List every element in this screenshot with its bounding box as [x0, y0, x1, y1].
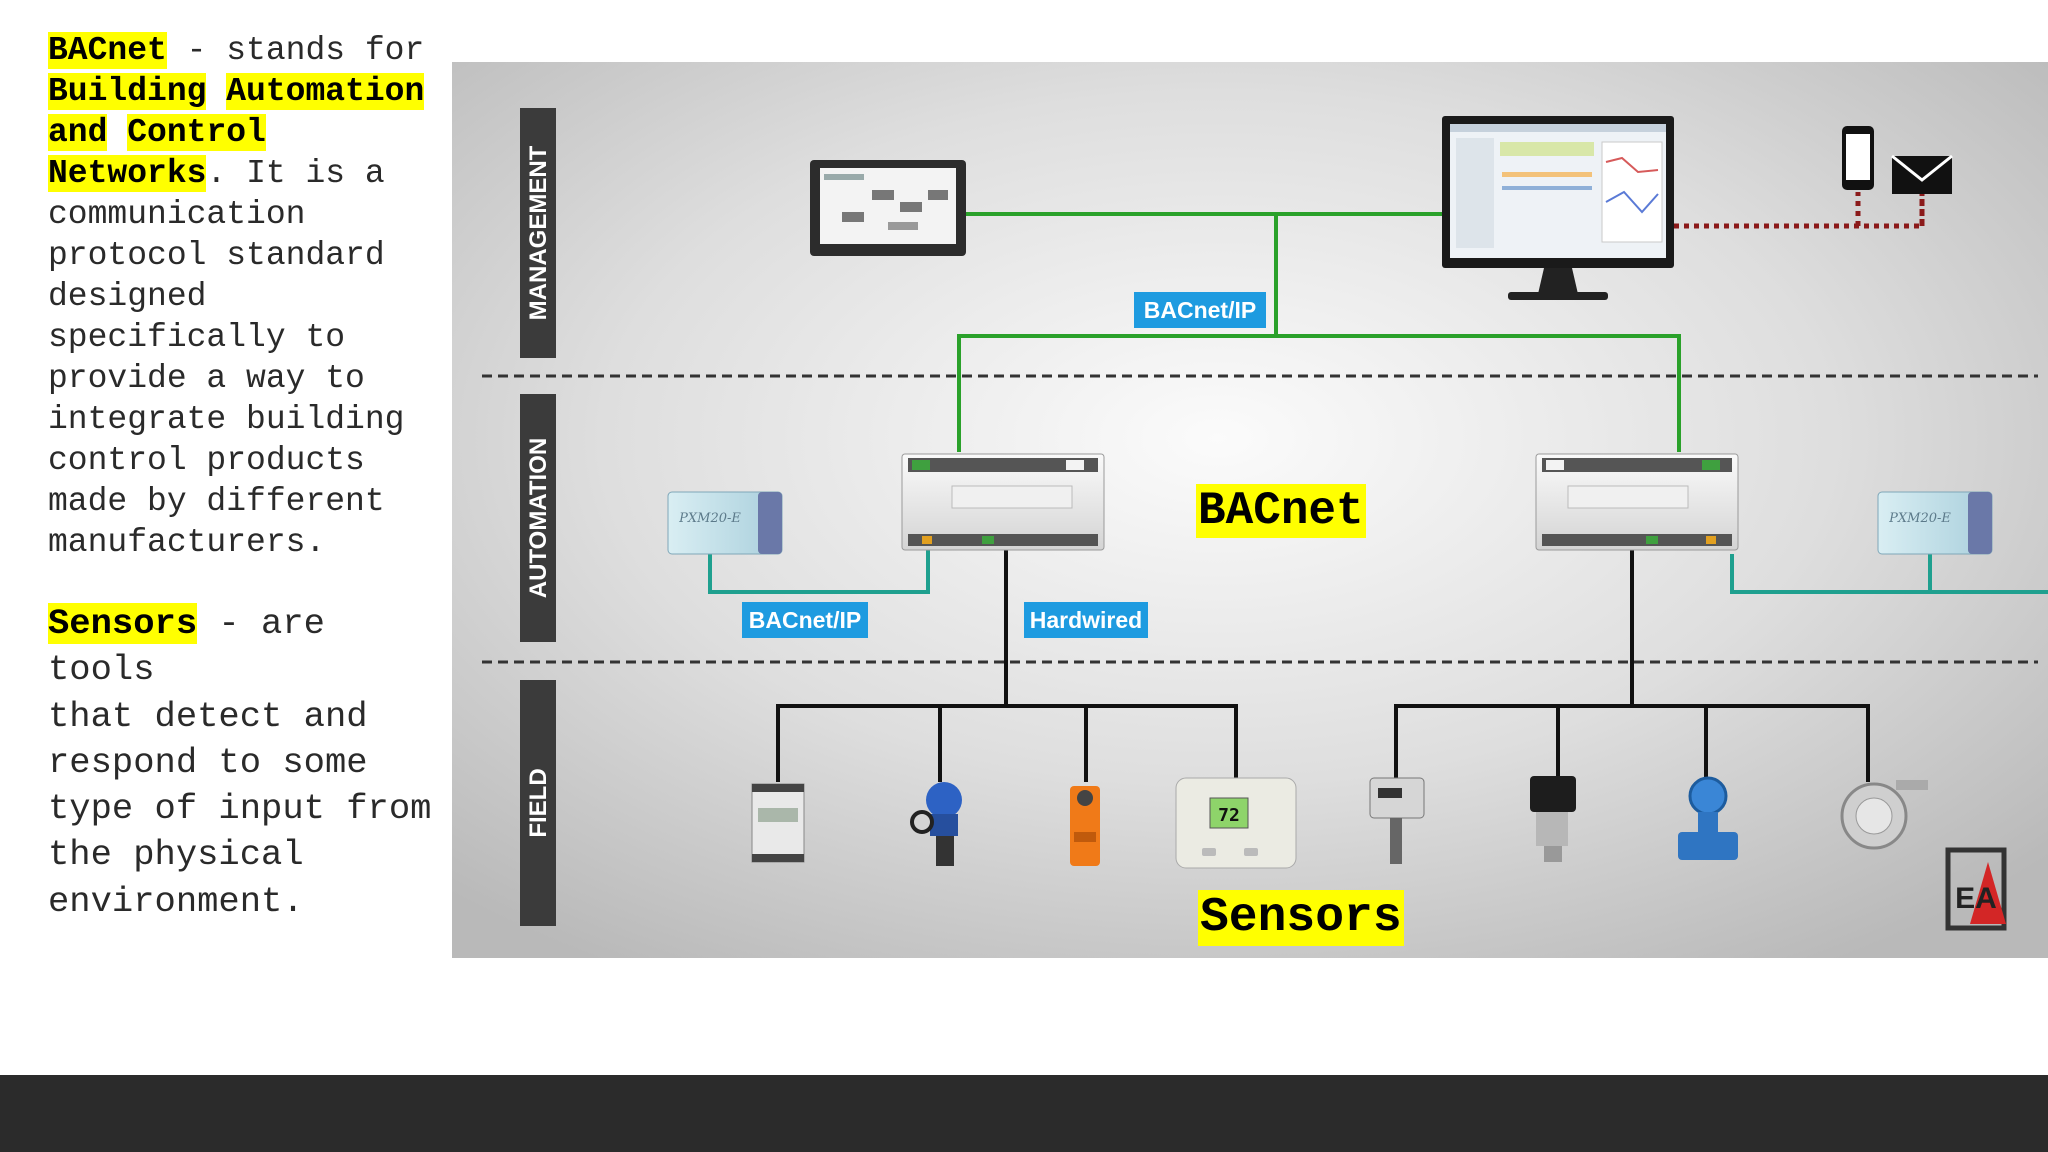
field-io-module: [751, 783, 805, 863]
svg-text:EA: EA: [1955, 882, 1997, 915]
mobile-link: [1674, 194, 1925, 229]
pxm20e-panel-left: PXM20-E: [667, 491, 783, 555]
text-panel: BACnet - stands for Building Automation …: [48, 30, 448, 925]
hardwired-label: Hardwired: [1024, 602, 1148, 638]
sensors-overlay-label: Sensors: [1198, 890, 1404, 946]
bacnet-network-diagram: MANAGEMENT AUTOMATION FIELD: [452, 62, 2048, 958]
right-pxm-link: [1730, 554, 1932, 594]
bacnet-ip-backbone: [957, 212, 1681, 452]
field-flow-meter: [1678, 776, 1738, 860]
field-damper-actuator: [1070, 786, 1100, 866]
ea-logo: EA: [1945, 847, 2007, 931]
touch-panel-device: [810, 160, 966, 256]
layer-label-field: FIELD: [525, 768, 552, 837]
top-bacnet-ip-label: BACnet/IP: [1134, 292, 1266, 328]
left-pxm-link: [708, 548, 930, 594]
layer-label-automation: AUTOMATION: [525, 438, 552, 598]
svg-text:BACnet/IP: BACnet/IP: [1144, 297, 1256, 323]
bacnet-definition: BACnet - stands for Building Automation …: [48, 32, 425, 561]
svg-text:Hardwired: Hardwired: [1030, 607, 1142, 633]
left-bacnet-ip-label: BACnet/IP: [742, 602, 868, 638]
workstation-monitor-device: [1442, 116, 1674, 300]
svg-text:PXM20-E: PXM20-E: [1888, 511, 1951, 526]
email-envelope-icon: [1891, 154, 1953, 194]
bacnet-expansion-1: Building: [48, 73, 207, 110]
field-differential-pressure-switch: [1840, 780, 1928, 850]
field-wiring: [776, 550, 1870, 782]
footer-bar: [0, 1075, 2048, 1152]
smartphone-icon: [1842, 126, 1874, 190]
automation-controller-left: [901, 453, 1105, 551]
layer-bar-management: MANAGEMENT: [520, 108, 556, 358]
layer-bar-automation: AUTOMATION: [520, 394, 556, 642]
bacnet-description: It is a communication protocol standard …: [48, 155, 405, 561]
field-valve-actuator: [910, 782, 962, 866]
thermostat-reading: 72: [1218, 805, 1240, 826]
layer-label-management: MANAGEMENT: [525, 145, 552, 320]
field-humidity-sensor: [1369, 777, 1425, 864]
sensors-description: that detect and respond to some type of …: [48, 695, 432, 922]
field-thermostat: 72: [1175, 777, 1297, 869]
layer-bar-field: FIELD: [520, 680, 556, 926]
bacnet-expansion-3: Control Networks: [48, 114, 266, 192]
automation-controller-right: [1535, 453, 1739, 551]
bacnet-overlay-label: BACnet: [1196, 484, 1366, 538]
pxm20e-panel-right: PXM20-E: [1877, 491, 1993, 555]
bacnet-term: BACnet: [48, 32, 167, 69]
svg-text:PXM20-E: PXM20-E: [678, 511, 741, 526]
field-pressure-transmitter: [1530, 776, 1576, 862]
svg-text:BACnet/IP: BACnet/IP: [749, 607, 861, 633]
sensors-term: Sensors: [48, 603, 198, 644]
